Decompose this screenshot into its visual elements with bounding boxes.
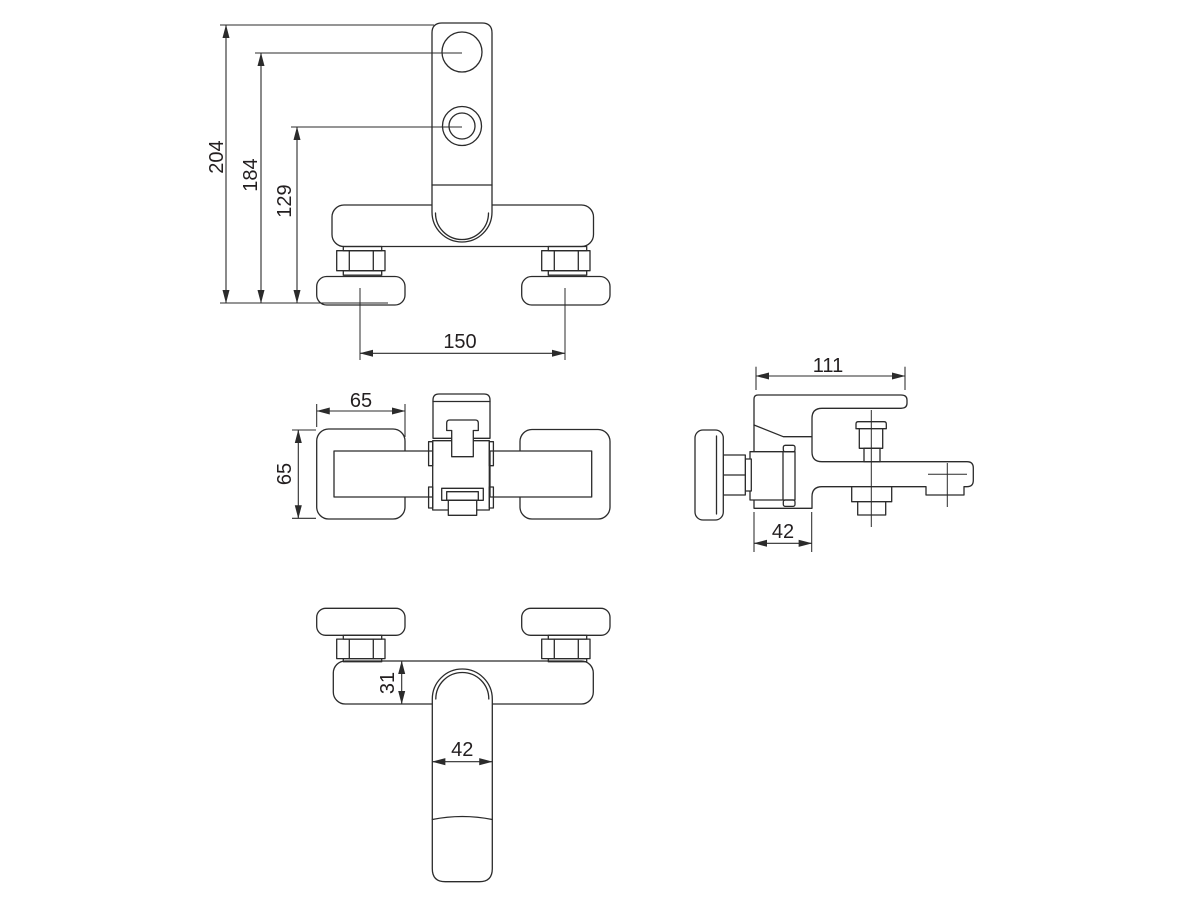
dim-label-top-width: 65 [350, 390, 372, 412]
dim-label-lower-outlet-height: 129 [274, 184, 296, 217]
diverter-knob-stem [863, 447, 881, 463]
collar [342, 657, 383, 663]
hex-nut [541, 250, 591, 272]
side-body-outline [753, 394, 974, 509]
front-handle-inner-arc [434, 212, 490, 241]
top-lever-hinge [446, 419, 479, 458]
front-right-connector [521, 245, 611, 360]
dim-label-upper-outlet-height: 184 [240, 158, 262, 191]
dim-label-side-body-depth: 42 [772, 521, 794, 543]
side-view: 111 42 [694, 355, 974, 552]
wall-flange [316, 275, 406, 306]
hex-nut [541, 638, 591, 660]
top-right-arm [489, 450, 593, 498]
handle-grip-line [431, 815, 493, 821]
lower-outlet-hole-inner [448, 112, 476, 140]
bottom-handle-inner-arc [435, 671, 490, 700]
front-view: 204 184 129 150 [206, 22, 611, 360]
side-valve-body [749, 451, 796, 501]
valve-clip [782, 444, 796, 453]
wall-flange [521, 607, 611, 636]
valve-clip [782, 499, 796, 508]
top-spout-tip [447, 499, 478, 516]
dim-label-bottom-handle-width: 42 [451, 739, 473, 761]
side-handle-base-edge [753, 424, 813, 438]
lower-outlet-hole-outer [441, 105, 483, 147]
wall-flange [521, 275, 611, 306]
bottom-view: 31 42 [316, 607, 611, 883]
hex-nut [336, 638, 386, 660]
body-tab [427, 486, 434, 509]
top-view: 65 65 [274, 390, 611, 520]
dim-label-bottom-body-thickness: 31 [377, 672, 399, 694]
collar [547, 270, 588, 276]
upper-outlet-hole [441, 31, 483, 73]
bottom-left-connector [316, 607, 406, 663]
bottom-right-connector [521, 607, 611, 663]
dim-label-top-depth: 65 [274, 463, 296, 485]
top-spout-base [441, 487, 484, 501]
body-tab [488, 486, 495, 509]
hex-nut [336, 250, 386, 272]
top-left-arm [333, 450, 434, 498]
dim-label-side-projection: 111 [813, 355, 843, 377]
dim-label-overall-height: 204 [206, 140, 228, 173]
bottom-handle [431, 668, 493, 883]
front-left-connector [316, 245, 406, 360]
collar [342, 270, 383, 276]
wall-flange [316, 607, 406, 636]
collar [547, 657, 588, 663]
nut-collar [744, 458, 752, 492]
dim-label-mounting-centers: 150 [443, 331, 476, 353]
body-tab [488, 441, 495, 467]
side-wall-flange [694, 429, 724, 521]
front-handle [431, 22, 493, 243]
body-tab [427, 441, 434, 467]
